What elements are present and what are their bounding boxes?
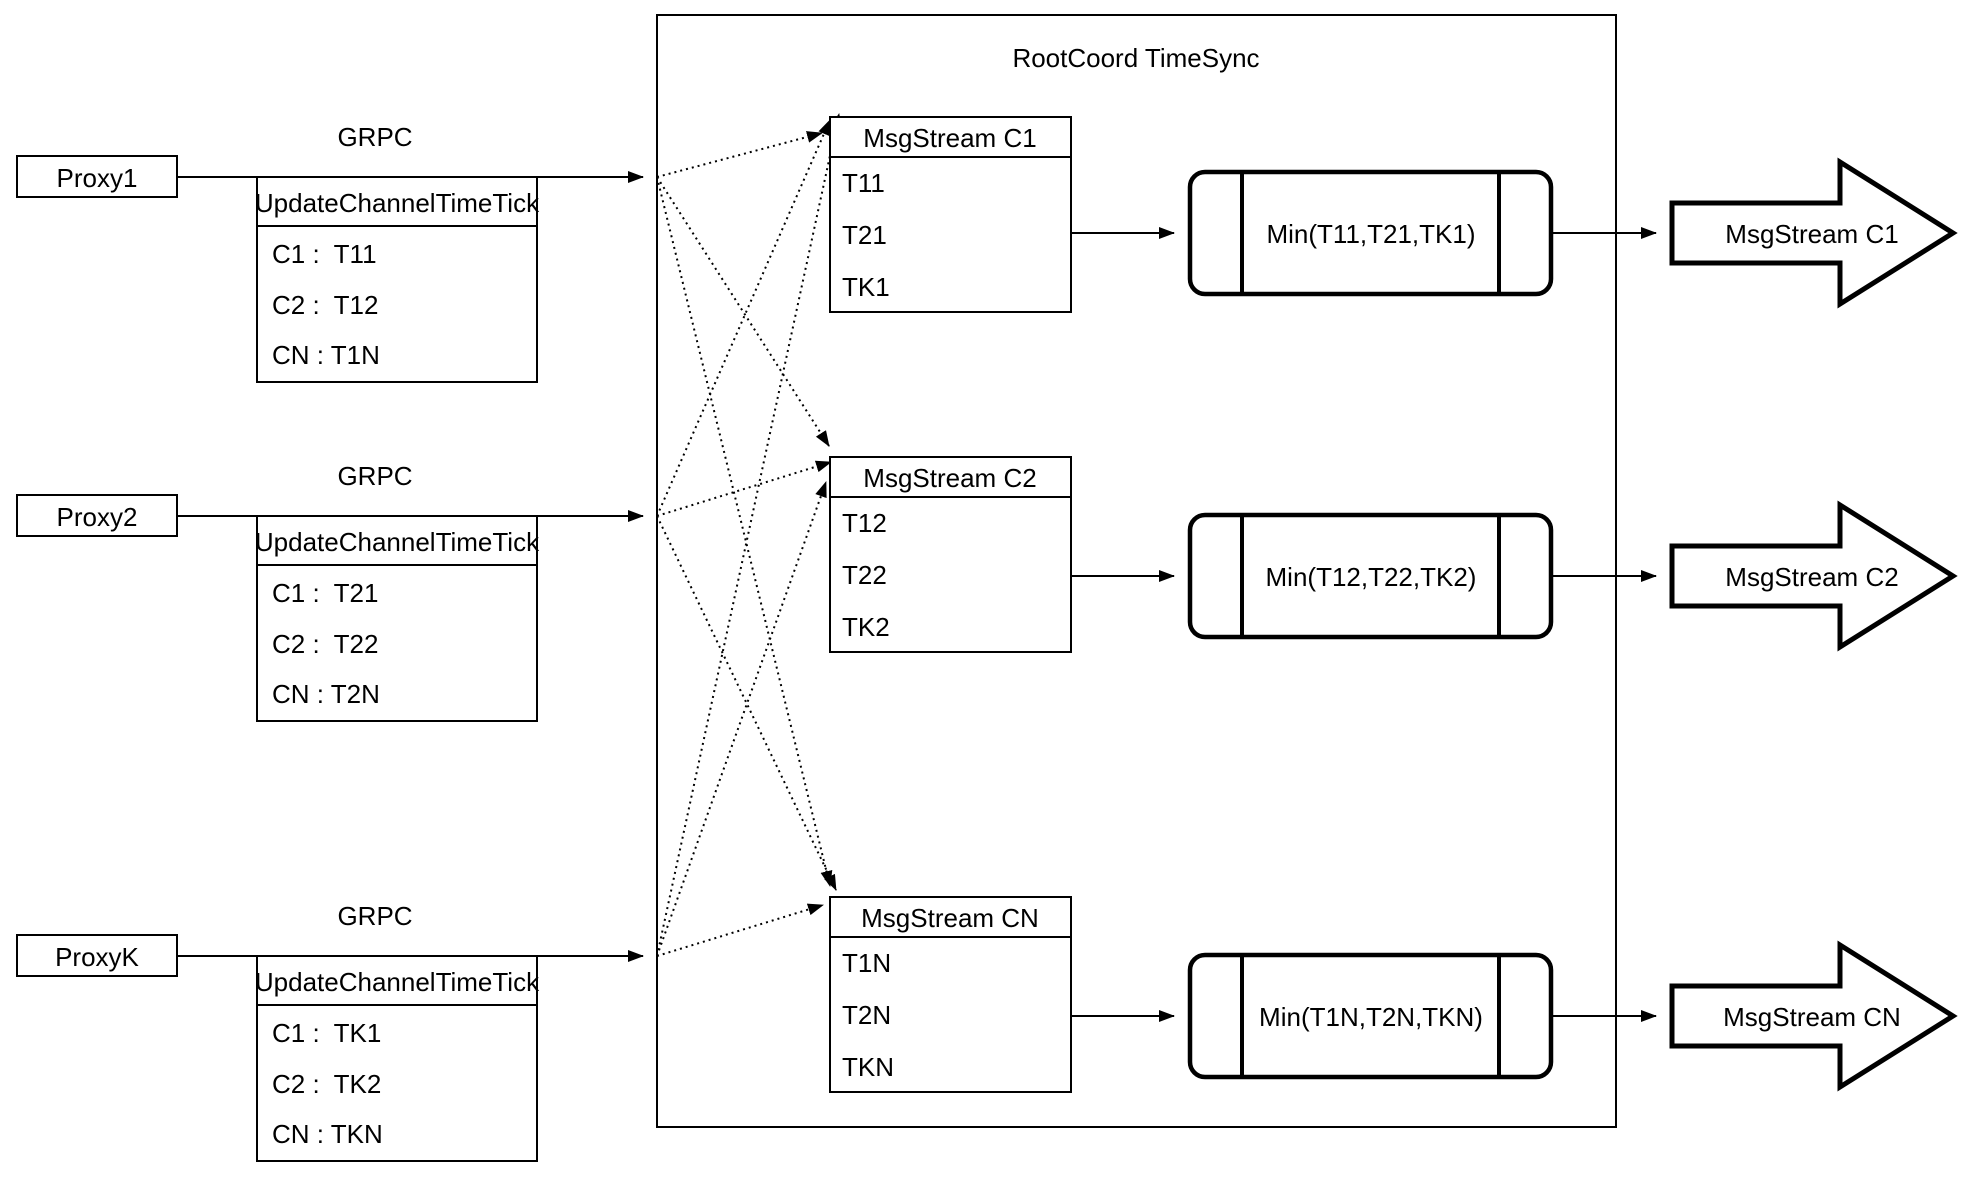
fanout-arrow-p1-c2: [656, 176, 830, 447]
update-table-1: [256, 176, 538, 383]
update-table-3-row: CN : TKN: [272, 1119, 383, 1149]
msgstream-table-cn-row: T1N: [842, 948, 891, 978]
proxy1-box: [16, 155, 178, 198]
update-table-3-header: UpdateChannelTimeTick: [255, 967, 540, 997]
msgstream-table-c2-row: T12: [842, 508, 887, 538]
grpc-label-1: GRPC: [337, 122, 412, 152]
update-table-1-row: C2 : T12: [272, 290, 378, 320]
msgstream-table-c2: [829, 456, 1072, 653]
proxy2-label: Proxy2: [57, 502, 138, 532]
msgstream-table-c1-header: MsgStream C1: [863, 123, 1036, 153]
msgstream-table-cn-header: MsgStream CN: [861, 903, 1039, 933]
output-arrow-cn: [1669, 940, 1958, 1092]
rootcoord-box: [656, 14, 1617, 1128]
fanout-arrow-p2-c1: [656, 119, 831, 517]
grpc-label-2: GRPC: [337, 461, 412, 491]
update-table-3: [256, 955, 538, 1162]
msgstream-table-c1-row: T21: [842, 220, 887, 250]
proxy1-label: Proxy1: [57, 163, 138, 193]
update-table-3-row: C2 : TK2: [272, 1069, 381, 1099]
msgstream-table-c2-row: TK2: [842, 612, 890, 642]
output-arrow-c1-label: MsgStream C1: [1725, 219, 1898, 249]
update-table-2: [256, 515, 538, 722]
update-table-1-row: C1 : T11: [272, 239, 377, 269]
fanout-arrow-p3-c2: [656, 481, 827, 957]
update-table-3-row: C1 : TK1: [272, 1018, 381, 1048]
update-table-1-header: UpdateChannelTimeTick: [255, 188, 540, 218]
fanout-arrow-p3-c1: [656, 113, 842, 957]
msgstream-table-c1-row: TK1: [842, 272, 890, 302]
fanout-arrow-p2-c2: [656, 460, 832, 517]
proxy2-box: [16, 494, 178, 537]
output-arrow-c2-label: MsgStream C2: [1725, 562, 1898, 592]
output-arrow-cn-label: MsgStream CN: [1723, 1002, 1901, 1032]
update-table-2-header: UpdateChannelTimeTick: [255, 527, 540, 557]
min-node-3-label: Min(T1N,T2N,TKN): [1259, 1002, 1483, 1032]
msgstream-table-c2-header: MsgStream C2: [863, 463, 1036, 493]
grpc-label-3: GRPC: [337, 901, 412, 931]
rootcoord-title: RootCoord TimeSync: [1012, 43, 1259, 73]
update-table-2-row: C2 : T22: [272, 629, 378, 659]
msgstream-table-cn-row: T2N: [842, 1000, 891, 1030]
msgstream-table-c2-row: T22: [842, 560, 887, 590]
fanout-arrow-p3-cn: [656, 903, 824, 957]
msgstream-table-c1-row: T11: [842, 168, 885, 198]
fanout-arrow-p1-c1: [656, 131, 823, 178]
msgstream-table-c1: [829, 116, 1072, 313]
update-table-2-row: CN : T2N: [272, 679, 380, 709]
update-table-1-row: CN : T1N: [272, 340, 380, 370]
min-node-1-label: Min(T11,T21,TK1): [1266, 219, 1475, 249]
proxyk-label: ProxyK: [55, 942, 139, 972]
update-table-2-row: C1 : T21: [272, 578, 378, 608]
fanout-arrow-p1-cn: [656, 176, 833, 887]
min-node-2-label: Min(T12,T22,TK2): [1266, 562, 1477, 592]
output-arrow-c2: [1669, 500, 1958, 652]
msgstream-table-cn-row: TKN: [842, 1052, 894, 1082]
fanout-arrow-p2-cn: [656, 515, 837, 891]
msgstream-table-cn: [829, 896, 1072, 1093]
output-arrow-c1: [1669, 157, 1958, 309]
